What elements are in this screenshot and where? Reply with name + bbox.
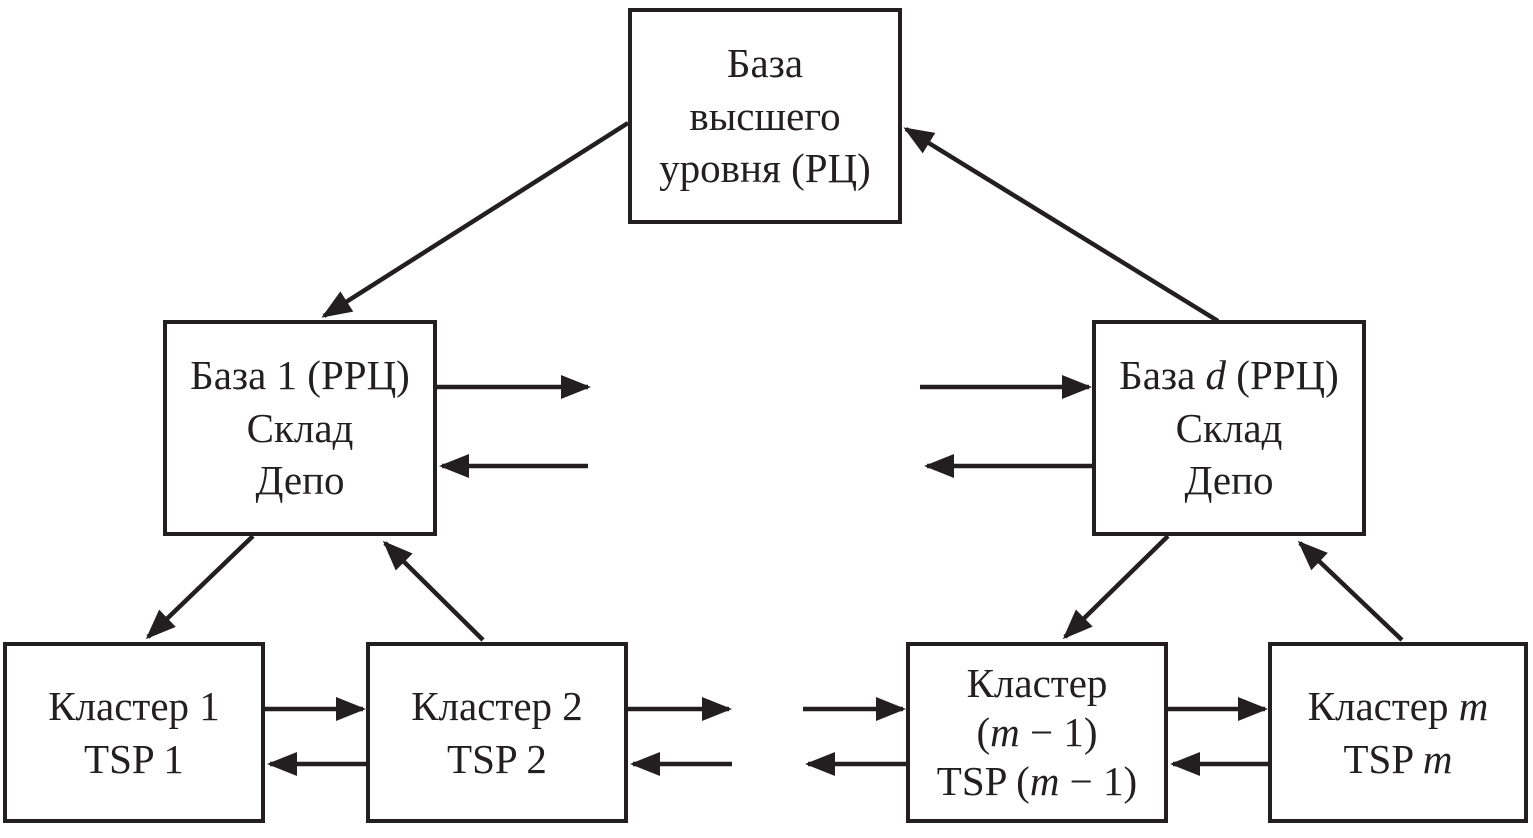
math-variable: m bbox=[1458, 683, 1489, 730]
label-text: (РРЦ) bbox=[1226, 352, 1339, 399]
node-label-line: Депо bbox=[1184, 454, 1273, 506]
label-text: База bbox=[1119, 352, 1206, 399]
node-cluster-1: Кластер 1 TSP 1 bbox=[3, 642, 265, 823]
node-label-line: Склад bbox=[1176, 402, 1283, 454]
node-label-line: База bbox=[727, 37, 803, 89]
math-variable: m bbox=[1029, 758, 1060, 805]
node-cluster-2: Кластер 2 TSP 2 bbox=[366, 642, 628, 823]
label-text: TSP bbox=[1343, 735, 1423, 782]
label-text: Кластер 2 bbox=[411, 683, 583, 730]
math-variable: d bbox=[1205, 352, 1227, 399]
node-label-line: TSP 2 bbox=[447, 733, 547, 785]
label-text: Склад bbox=[246, 404, 354, 451]
node-label-line: уровня (РЦ) bbox=[659, 142, 871, 194]
arrow-based-to-clusterm1 bbox=[1062, 534, 1170, 640]
node-top-level-base: База высшего уровня (РЦ) bbox=[628, 8, 902, 224]
arrow-based-to-top bbox=[903, 127, 1220, 323]
node-label-line: TSP 1 bbox=[84, 733, 184, 785]
node-label-line: Склад bbox=[247, 402, 354, 454]
arrow-base1-to-cluster1 bbox=[145, 534, 255, 640]
node-label-line: TSP (m − 1) bbox=[937, 757, 1137, 806]
label-text: TSP ( bbox=[936, 758, 1030, 805]
label-text: База 1 (РРЦ) bbox=[190, 352, 410, 399]
node-label-line: Депо bbox=[255, 454, 344, 506]
label-text: Кластер 1 bbox=[48, 683, 220, 730]
node-label-line: (m − 1) bbox=[976, 708, 1097, 757]
label-text: Депо bbox=[1184, 457, 1274, 504]
node-label-line: Кластер bbox=[967, 659, 1108, 708]
node-label-line: База d (РРЦ) bbox=[1119, 349, 1339, 401]
node-label-line: Кластер m bbox=[1308, 680, 1489, 732]
label-text: уровня (РЦ) bbox=[659, 145, 871, 192]
node-label-line: высшего bbox=[689, 90, 840, 142]
label-text: ( bbox=[976, 708, 991, 755]
label-text: Кластер bbox=[1307, 683, 1459, 730]
label-text: Депо bbox=[255, 457, 345, 504]
math-variable: m bbox=[990, 708, 1020, 755]
label-text: TSP 2 bbox=[447, 735, 547, 782]
math-variable: m bbox=[1422, 735, 1453, 782]
arrow-clusterm-to-based bbox=[1297, 540, 1404, 642]
node-label-line: Кластер 2 bbox=[411, 680, 583, 732]
label-text: База bbox=[726, 40, 804, 87]
node-label-line: Кластер 1 bbox=[48, 680, 220, 732]
node-label-line: База 1 (РРЦ) bbox=[190, 349, 410, 401]
label-text: − 1) bbox=[1059, 758, 1138, 805]
label-text: Склад bbox=[1175, 404, 1283, 451]
arrow-top-to-base1 bbox=[321, 121, 630, 318]
node-label-line: TSP m bbox=[1344, 733, 1453, 785]
label-text: TSP 1 bbox=[84, 735, 184, 782]
label-text: Кластер bbox=[966, 659, 1108, 706]
label-text: высшего bbox=[689, 92, 841, 139]
arrow-cluster2-to-base1 bbox=[382, 540, 485, 642]
node-cluster-m-minus-1: Кластер(m − 1)TSP (m − 1) bbox=[906, 642, 1168, 823]
label-text: − 1) bbox=[1019, 708, 1098, 755]
